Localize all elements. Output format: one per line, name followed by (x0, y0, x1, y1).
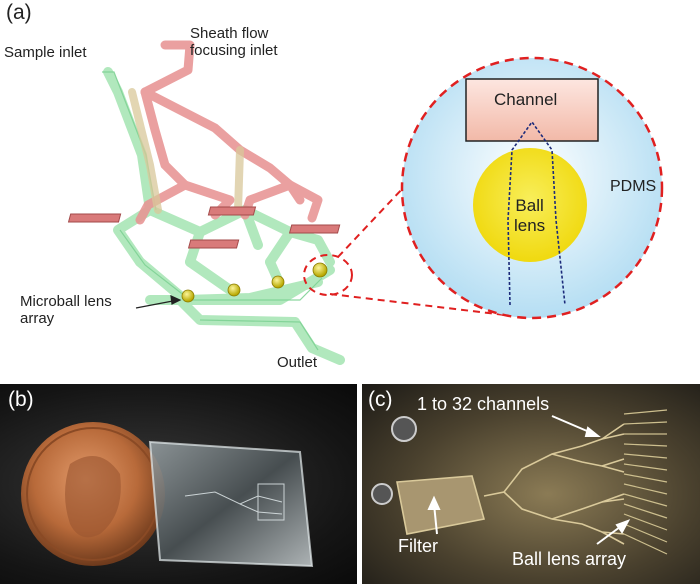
ball-lens-shape (473, 148, 587, 262)
panel-c-tag: (c) (368, 388, 393, 411)
sheath-tan-links (128, 88, 244, 214)
filter-label: Filter (398, 536, 438, 556)
ball-lens-array-label: Ball lens array (512, 549, 627, 569)
annotation-arrows (427, 415, 631, 545)
microball-arrow (135, 295, 182, 309)
inset-zoom (400, 56, 664, 320)
filter-region (396, 475, 486, 535)
device-schematic (67, 40, 664, 365)
inset-ball-lens-label: Ball lens (514, 196, 546, 235)
light-path (507, 120, 566, 306)
penny-and-chip (21, 422, 314, 568)
pdms-chip (150, 442, 312, 566)
channel-box (465, 78, 599, 142)
inset-channel-label: Channel (494, 90, 558, 109)
lens-array-lines (623, 409, 668, 555)
inset-pdms-label: PDMS (610, 178, 657, 195)
microball-lenses (181, 262, 328, 303)
panel-c-photo: (c) 1 to 32 channels Filter Ball lens ar… (362, 384, 700, 584)
outlet-label: Outlet (277, 354, 318, 371)
chip-micrograph (371, 409, 668, 555)
sheath-headers (67, 206, 341, 249)
panel-a-tag: (a) (6, 1, 32, 24)
channels-label: 1 to 32 channels (417, 394, 550, 414)
panel-b-tag: (b) (8, 388, 34, 411)
panel-b-photo: (b) (0, 384, 357, 584)
microball-label: Microball lens array (20, 293, 112, 328)
sample-inlet-label: Sample inlet (4, 44, 87, 61)
sheath-channel-network (135, 40, 323, 225)
sheath-inlet-label: Sheath flow focusing inlet (190, 25, 278, 60)
